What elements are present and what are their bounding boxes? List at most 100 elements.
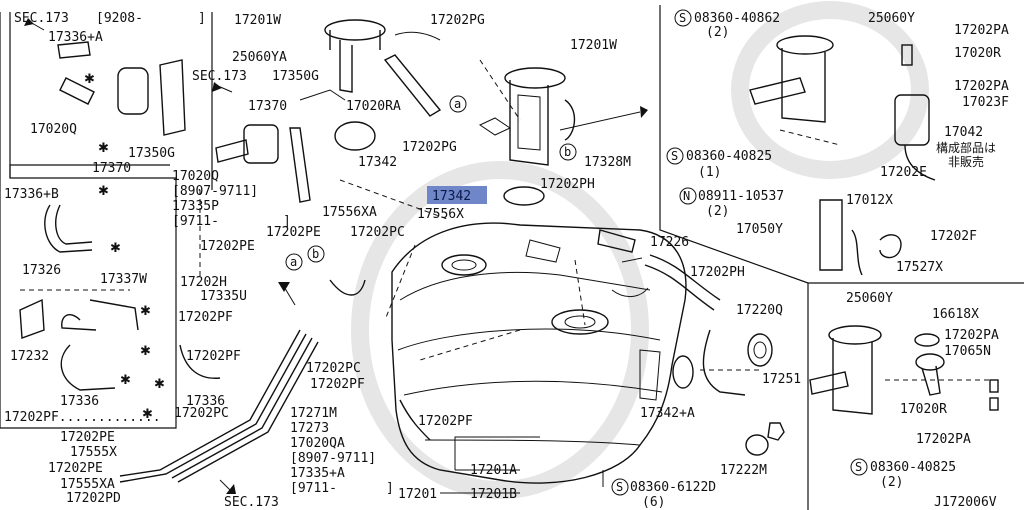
svg-text:N: N: [683, 189, 690, 203]
svg-text:08360-40825: 08360-40825: [870, 460, 956, 475]
svg-text:17222M: 17222M: [720, 463, 767, 478]
svg-text:]: ]: [198, 11, 206, 26]
svg-text:✱: ✱: [120, 373, 131, 388]
svg-text:17202H: 17202H: [180, 275, 227, 290]
svg-text:b: b: [564, 145, 571, 159]
label-17342-highlighted: 17342: [432, 189, 471, 204]
svg-text:17202PE: 17202PE: [266, 225, 321, 240]
svg-text:17202PA: 17202PA: [954, 79, 1009, 94]
filler-hoses: [597, 229, 785, 456]
svg-text:17527X: 17527X: [896, 260, 943, 275]
svg-text:(2): (2): [706, 204, 729, 219]
svg-text:17336+A: 17336+A: [48, 30, 103, 45]
svg-text:17350G: 17350G: [272, 69, 319, 84]
svg-text:17337W: 17337W: [100, 272, 147, 287]
svg-text:17220Q: 17220Q: [736, 303, 783, 318]
svg-text:17202F: 17202F: [930, 229, 977, 244]
svg-text:SEC.173: SEC.173: [192, 69, 247, 84]
svg-text:17202PF: 17202PF: [186, 349, 241, 364]
svg-text:17202E: 17202E: [880, 165, 927, 180]
svg-text:17020QA: 17020QA: [290, 436, 345, 451]
svg-text:25060Y: 25060Y: [868, 11, 915, 26]
svg-text:✱: ✱: [84, 72, 95, 87]
svg-text:17202PG: 17202PG: [402, 140, 457, 155]
svg-text:17335P: 17335P: [172, 199, 219, 214]
svg-text:]: ]: [283, 214, 291, 229]
svg-text:17202PH: 17202PH: [540, 177, 595, 192]
svg-text:(6): (6): [642, 495, 665, 510]
svg-text:17020Q: 17020Q: [172, 169, 219, 184]
svg-text:17336+B: 17336+B: [4, 187, 59, 202]
fuel-pump-assembly-center: [478, 67, 576, 166]
svg-text:08360-40862: 08360-40862: [694, 11, 780, 26]
svg-text:17202PA: 17202PA: [954, 23, 1009, 38]
svg-text:✱: ✱: [110, 241, 121, 256]
watermark-emblem: [351, 1, 929, 499]
svg-text:SEC.173: SEC.173: [224, 495, 279, 510]
svg-text:✱: ✱: [140, 304, 151, 319]
svg-text:17328M: 17328M: [584, 155, 631, 170]
svg-text:17020R: 17020R: [954, 46, 1001, 61]
svg-text:17335+A: 17335+A: [290, 466, 345, 481]
svg-text:08360-40825: 08360-40825: [686, 149, 772, 164]
svg-text:17370: 17370: [92, 161, 131, 176]
svg-text:17336: 17336: [186, 394, 225, 409]
diagram-code: J172006V: [934, 495, 997, 510]
svg-text:S: S: [679, 11, 686, 25]
svg-text:(2): (2): [880, 475, 903, 490]
svg-text:a: a: [290, 255, 297, 269]
svg-text:17202PD: 17202PD: [66, 491, 121, 506]
left-inset-parts: [19, 41, 279, 391]
svg-text:17202PF.............: 17202PF.............: [4, 410, 161, 425]
svg-text:[9711-: [9711-: [172, 214, 219, 229]
svg-text:17342+A: 17342+A: [640, 406, 695, 421]
pump-inset-parts: [749, 35, 936, 276]
svg-text:(2): (2): [706, 25, 729, 40]
svg-text:]: ]: [386, 481, 394, 496]
svg-text:17226: 17226: [650, 235, 689, 250]
leader-lines: [20, 59, 990, 494]
svg-text:[9208-: [9208-: [96, 11, 143, 26]
svg-text:S: S: [855, 460, 862, 474]
circle-markers: a b a b S S N S S: [285, 9, 868, 496]
svg-text:S: S: [671, 149, 678, 163]
svg-text:08911-10537: 08911-10537: [698, 189, 784, 204]
fuel-line-harness: [119, 279, 431, 483]
svg-text:17556XA: 17556XA: [322, 205, 377, 220]
svg-text:17202PA: 17202PA: [916, 432, 971, 447]
svg-text:17020Q: 17020Q: [30, 122, 77, 137]
svg-text:[8907-9711]: [8907-9711]: [290, 451, 376, 466]
svg-text:17335U: 17335U: [200, 289, 247, 304]
svg-text:(1): (1): [698, 165, 721, 180]
fuel-gauge-unit-top: [289, 19, 442, 203]
svg-text:17555X: 17555X: [70, 445, 117, 460]
svg-text:17555XA: 17555XA: [60, 477, 115, 492]
svg-text:17202PF: 17202PF: [310, 377, 365, 392]
svg-text:構成部品は: 構成部品は: [936, 140, 996, 155]
label-sec173-top: SEC.173: [14, 11, 69, 26]
svg-text:25060Y: 25060Y: [846, 291, 893, 306]
fuel-tank: [391, 222, 687, 484]
svg-text:17020RA: 17020RA: [346, 99, 401, 114]
svg-text:17202PC: 17202PC: [174, 406, 229, 421]
gaskets: [334, 121, 545, 206]
svg-text:17232: 17232: [10, 349, 49, 364]
svg-text:b: b: [312, 247, 319, 261]
svg-text:17251: 17251: [762, 372, 801, 387]
part-labels: SEC.173 [9208- ] 17336+A 17020Q 17370 17…: [4, 11, 1009, 510]
svg-text:17556X: 17556X: [417, 207, 464, 222]
svg-text:17202PF: 17202PF: [178, 310, 233, 325]
svg-text:17202PC: 17202PC: [306, 361, 361, 376]
svg-text:17342: 17342: [358, 155, 397, 170]
svg-text:[8907-9711]: [8907-9711]: [172, 184, 258, 199]
svg-text:25060YA: 25060YA: [232, 50, 287, 65]
svg-text:17202PF: 17202PF: [418, 414, 473, 429]
svg-text:S: S: [616, 480, 623, 494]
svg-text:17350G: 17350G: [128, 146, 175, 161]
svg-text:a: a: [454, 97, 461, 111]
svg-text:[9711-: [9711-: [290, 481, 337, 496]
svg-text:非販売: 非販売: [948, 154, 984, 169]
svg-text:✱: ✱: [98, 184, 109, 199]
vg30dtt-inset-parts: [809, 325, 999, 415]
